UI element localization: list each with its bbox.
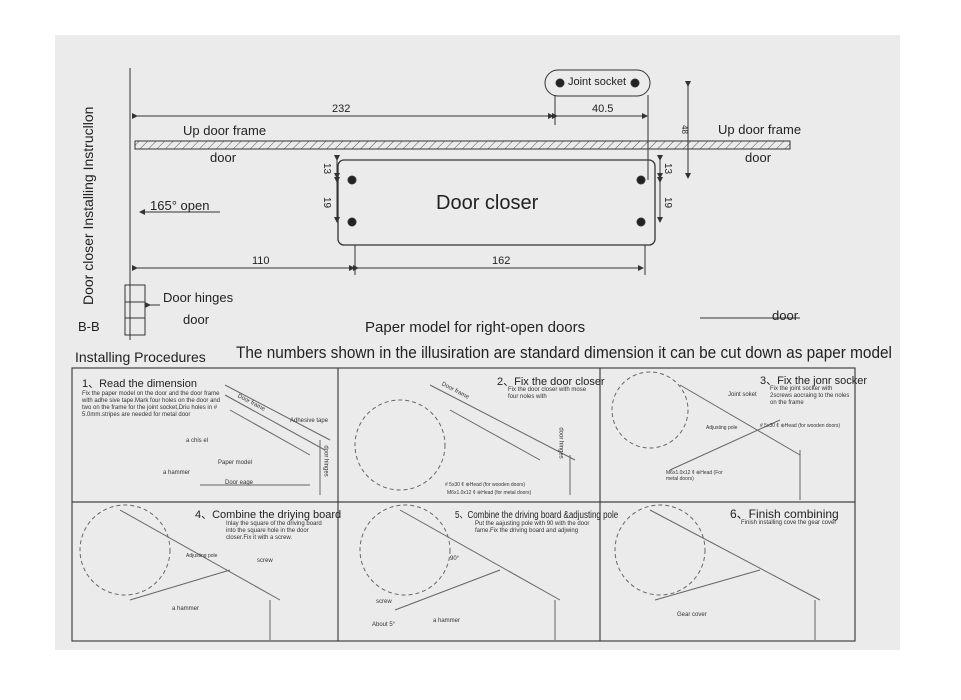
step-2-title: 2、Fix the door closer — [497, 376, 605, 388]
step-2-text: Fix the door closer with mose four noles… — [508, 387, 587, 400]
section-label: B-B — [78, 319, 100, 334]
open-angle-label: 165° open — [150, 198, 210, 213]
up-door-frame-right: Up door frame — [718, 122, 802, 137]
dim-19-right: 19 — [662, 196, 674, 209]
dim-110: 110 — [252, 255, 270, 267]
label: a hammer — [172, 606, 200, 612]
label: # 5x30 ¢ ⊕Head (for wooden doors) — [760, 423, 841, 429]
procedure-grid — [71, 367, 856, 642]
step-3-text: Fix the joint socker with 2screws aocrai… — [770, 386, 850, 406]
step-1-title: 1、Read the dimension — [82, 378, 197, 390]
dimension-lines — [132, 81, 691, 271]
label: Paper model — [218, 460, 253, 466]
label: M6x1.0x12 ¢ ⊕Head (for metal doors) — [447, 490, 532, 496]
step-5-title: 5、Combine the driving board &adjusting p… — [455, 510, 619, 521]
label: screw — [257, 558, 273, 564]
dim-13-left: 13 — [321, 162, 333, 175]
dim-13-right: 13 — [662, 162, 674, 175]
label: About 5° — [372, 622, 396, 628]
dim-19-left: 19 — [321, 196, 333, 209]
door-frame-hatch — [134, 140, 791, 150]
dim-162: 162 — [492, 255, 511, 267]
procedures-note: The numbers shown in the illusiration ar… — [236, 344, 892, 362]
document-sheet — [55, 35, 900, 650]
label: # 5x30 ¢ ⊕Head (for wooden doors) — [445, 482, 526, 488]
joint-socket-outline — [544, 69, 651, 97]
label: door hinges — [322, 445, 329, 477]
label: Adjusting pole — [706, 425, 738, 431]
label: a hammer — [163, 470, 191, 476]
door-hinges-shape — [124, 284, 146, 336]
label: Door eage — [225, 480, 254, 486]
vertical-title: Door closer Installing Instrucllon — [80, 106, 96, 305]
dim-48: 48 — [679, 125, 689, 134]
dim-40-5: 40.5 — [592, 103, 614, 115]
step-6-text: Finish installing cove the gear cover — [741, 520, 837, 526]
label: a hammer — [433, 618, 461, 624]
label: Joint soket — [728, 392, 757, 398]
label: Gear cover — [677, 612, 707, 618]
label: screw — [376, 599, 392, 605]
door-far-right: door — [772, 308, 799, 323]
door-label-right: door — [745, 150, 772, 165]
dim-232: 232 — [332, 103, 351, 115]
label: door hinges — [557, 427, 564, 459]
step-5-text: Put the aajusting pole with 90 with the … — [475, 521, 590, 534]
step-4-title: 4、Combine the driying board — [195, 509, 342, 521]
mounting-holes — [347, 175, 646, 227]
up-door-frame-left: Up door frame — [183, 123, 267, 138]
door-hinges-label: Door hinges — [163, 290, 234, 305]
step-1-text: Fix the paper model on the door and the … — [82, 391, 221, 418]
step-3-title: 3、Fix the jonr socker — [760, 375, 867, 387]
joint-socket-label: Joint socket — [568, 76, 627, 88]
label: a chis el — [186, 438, 209, 444]
label: Adjusting pole — [186, 553, 218, 559]
step-illustrations — [79, 371, 821, 640]
door-label-left: door — [210, 150, 237, 165]
label: Adhesive tape — [290, 418, 329, 424]
paper-model-title: Paper model for right-open doors — [365, 319, 586, 336]
label: M6x1.0x12 ¢ ⊕Head (For metal doors) — [666, 470, 723, 482]
step-6-title: 6、Finish combining — [730, 507, 839, 521]
step-4-text: Inlay the square of the driving board in… — [226, 521, 322, 541]
door-closer-label: Door closer — [436, 192, 539, 214]
label: 90° — [450, 556, 460, 562]
door-below-hinges: door — [183, 312, 210, 327]
procedures-heading: Installing Procedures — [75, 349, 206, 365]
